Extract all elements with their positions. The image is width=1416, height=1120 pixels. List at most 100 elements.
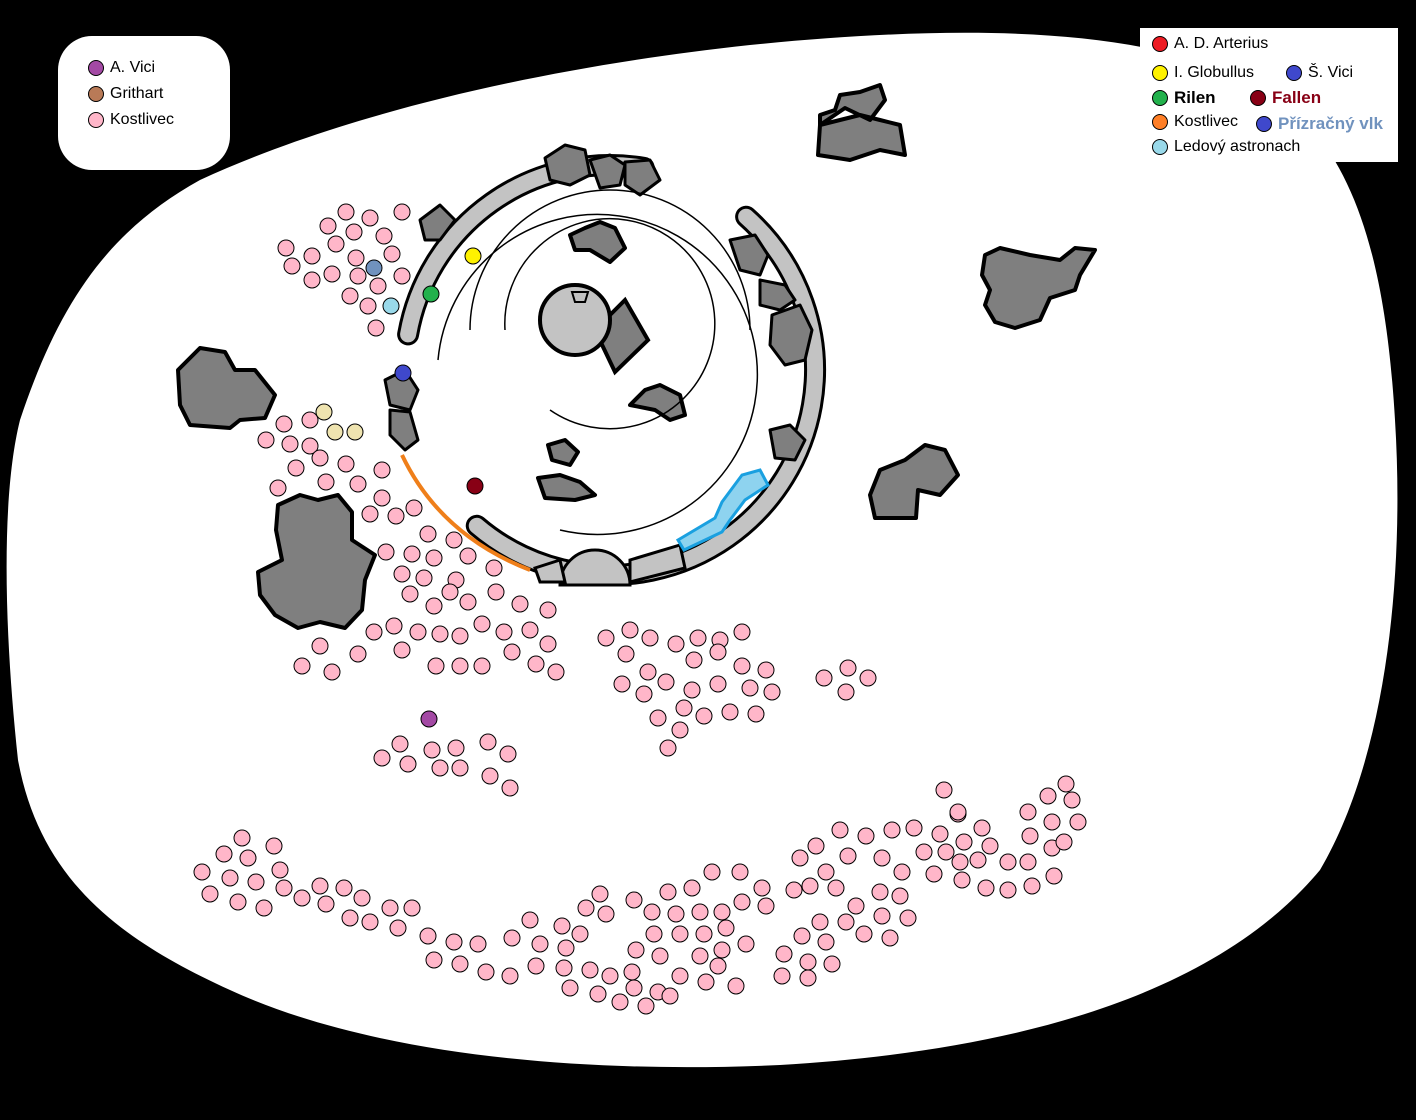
skeleton-marker (859, 669, 877, 687)
skeleton-marker (1045, 867, 1063, 885)
skeleton-marker (1057, 775, 1075, 793)
skeleton-marker (337, 455, 355, 473)
fire-arc (400, 454, 531, 572)
skeleton-marker (591, 885, 609, 903)
skeleton-marker (431, 759, 449, 777)
skeleton-marker (201, 885, 219, 903)
skeleton-marker (485, 559, 503, 577)
skeleton-marker (893, 863, 911, 881)
skeleton-marker (661, 987, 679, 1005)
skeleton-marker (527, 957, 545, 975)
skeleton-marker (675, 699, 693, 717)
skeleton-marker (301, 437, 319, 455)
skeleton-marker (683, 681, 701, 699)
skeleton-marker (405, 499, 423, 517)
skeleton-marker (521, 621, 539, 639)
skeleton-marker (645, 925, 663, 943)
skeleton-marker (481, 767, 499, 785)
skeleton-marker (949, 803, 967, 821)
skeleton-marker (287, 459, 305, 477)
skeleton-marker (425, 597, 443, 615)
skeleton-marker (837, 913, 855, 931)
skeleton-marker (293, 889, 311, 907)
legend-label: Š. Vici (1308, 64, 1354, 81)
legend-item: Š. Vici (1286, 63, 1353, 83)
skeleton-marker (1039, 787, 1057, 805)
skeleton-marker (613, 675, 631, 693)
rock-cluster (980, 246, 1097, 330)
skeleton-marker (589, 985, 607, 1003)
skeleton-marker (857, 827, 875, 845)
marker-dot (1256, 116, 1272, 132)
skeleton-marker (293, 657, 311, 675)
legend-item: I. Globullus (1152, 63, 1254, 83)
skeleton-marker (915, 843, 933, 861)
skeleton-marker (555, 959, 573, 977)
legend-item: Ledový astronach (1152, 137, 1300, 157)
skeleton-marker (639, 663, 657, 681)
marker-dot (1152, 139, 1168, 155)
skeleton-marker (667, 905, 685, 923)
skeleton-marker (831, 821, 849, 839)
skeleton-marker (641, 629, 659, 647)
skeleton-marker (275, 879, 293, 897)
skeleton-marker (393, 267, 411, 285)
legend-left: A. Vici Grithart Kostlivec (58, 36, 230, 170)
skeleton-marker (445, 933, 463, 951)
skeleton-marker (671, 967, 689, 985)
skeleton-marker (981, 837, 999, 855)
skeleton-marker (521, 911, 539, 929)
skeleton-marker (361, 505, 379, 523)
character-marker (466, 477, 484, 495)
skeleton-marker (807, 837, 825, 855)
skeleton-marker (713, 941, 731, 959)
skeleton-marker (709, 957, 727, 975)
skeleton-marker (891, 887, 909, 905)
skeleton-marker (1063, 791, 1081, 809)
legend-label: A. Vici (110, 59, 156, 76)
skeleton-marker (1019, 803, 1037, 821)
central-tower (538, 283, 651, 376)
skeleton-marker (431, 625, 449, 643)
skeleton-marker (905, 819, 923, 837)
skeleton-marker (361, 913, 379, 931)
skeleton-marker (317, 473, 335, 491)
skeleton-marker (775, 945, 793, 963)
skeleton-marker (873, 907, 891, 925)
skeleton-marker (341, 909, 359, 927)
skeleton-marker (721, 703, 739, 721)
skeleton-marker (571, 925, 589, 943)
skeleton-marker (625, 891, 643, 909)
skeleton-marker (581, 961, 599, 979)
marker-dot (1152, 90, 1168, 106)
rock-cluster (868, 443, 960, 520)
skeleton-marker (233, 829, 251, 847)
skeleton-marker (349, 645, 367, 663)
character-marker (420, 710, 438, 728)
skeleton-marker (733, 893, 751, 911)
skeleton-marker (303, 271, 321, 289)
marker-dot (1152, 36, 1168, 52)
rock-cluster (536, 473, 597, 502)
skeleton-marker (419, 525, 437, 543)
skeleton-marker (973, 819, 991, 837)
skeleton-marker (317, 895, 335, 913)
skeleton-marker (811, 913, 829, 931)
skeleton-marker (817, 933, 835, 951)
skeleton-marker (527, 655, 545, 673)
skeleton-marker (441, 583, 459, 601)
skeleton-marker (349, 475, 367, 493)
rock-cluster (176, 346, 277, 430)
skeleton-marker (377, 543, 395, 561)
skeleton-marker (883, 821, 901, 839)
skeleton-marker (539, 601, 557, 619)
marker-dot (1250, 90, 1266, 106)
skeleton-marker (827, 879, 845, 897)
skeleton-marker (337, 203, 355, 221)
skeleton-marker (477, 963, 495, 981)
skeleton-marker (361, 209, 379, 227)
skeleton-marker (403, 899, 421, 917)
character-markers (315, 247, 484, 728)
skeleton-marker (999, 853, 1017, 871)
legend-label: Přízračný vlk (1278, 114, 1383, 133)
